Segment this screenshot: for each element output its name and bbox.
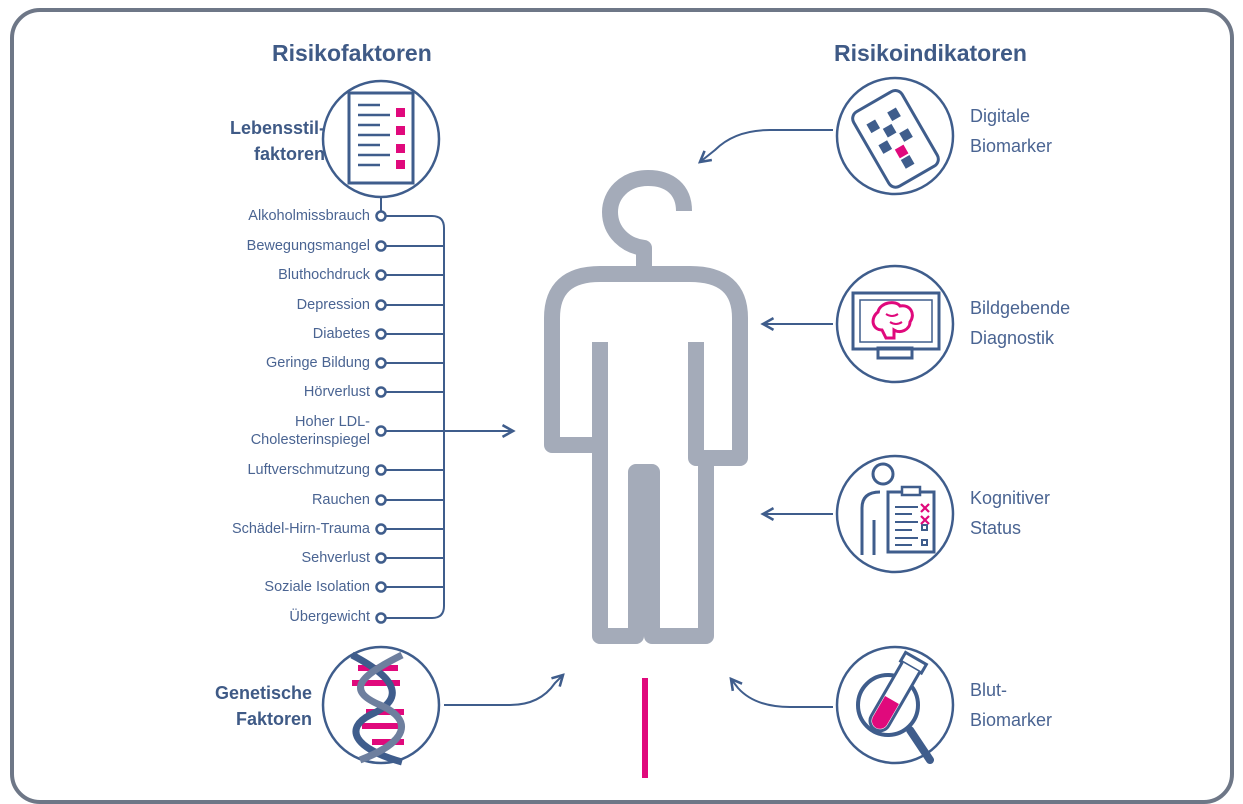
factor-luftverschmutzung: Luftverschmutzung <box>247 462 370 478</box>
cognitive-line1: Kognitiver <box>970 488 1051 508</box>
factor-uebergewicht: Übergewicht <box>289 609 370 625</box>
factor-bewegungsmangel: Bewegungsmangel <box>246 238 370 254</box>
genetic-label: Genetische Faktoren <box>190 680 312 732</box>
diagram-frame <box>10 8 1234 804</box>
factor-ldl-line2: Cholesterinspiegel <box>250 432 370 448</box>
genetic-label-line2: Faktoren <box>235 709 312 729</box>
blood-biomarker-line1: Blut- <box>970 680 1008 700</box>
factor-bracket <box>385 215 513 619</box>
clipboard-person-icon <box>835 454 955 574</box>
dna-icon <box>321 645 441 766</box>
cognitive-line2: Status <box>970 518 1022 538</box>
test-tube-magnifier-icon <box>835 645 955 765</box>
smartphone-icon <box>835 76 955 196</box>
factor-ldl-line1: Hoher LDL- <box>295 414 370 430</box>
digital-arrow <box>700 129 833 162</box>
factor-hoerverlust: Hörverlust <box>303 384 370 400</box>
digital-biomarker-line1: Digitale <box>970 106 1031 126</box>
factor-geringe-bildung: Geringe Bildung <box>266 355 370 371</box>
digital-biomarker-line2: Biomarker <box>970 136 1053 156</box>
genetic-arrow <box>444 675 563 706</box>
blood-biomarker-label: Blut- Biomarker <box>970 675 1052 735</box>
factor-bluthochdruck: Bluthochdruck <box>278 267 370 283</box>
factor-alkoholmissbrauch: Alkoholmissbrauch <box>248 208 370 224</box>
lifestyle-label-line1: Lebensstil- <box>229 118 325 138</box>
imaging-line1: Bildgebende <box>970 298 1071 318</box>
factor-rauchen: Rauchen <box>311 492 370 508</box>
factor-diabetes: Diabetes <box>312 326 370 342</box>
blood-biomarker-line2: Biomarker <box>970 710 1053 730</box>
checklist-icon <box>321 79 441 199</box>
blood-arrow <box>731 679 833 708</box>
risk-indicators-heading: Risikoindikatoren <box>834 40 1027 66</box>
factor-sehverlust: Sehverlust <box>301 550 370 566</box>
human-figure-icon <box>544 170 748 644</box>
brain-monitor-icon <box>835 264 955 384</box>
factor-nodes <box>375 210 387 624</box>
imaging-line2: Diagnostik <box>970 328 1055 348</box>
risk-factors-heading: Risikofaktoren <box>272 40 432 66</box>
lifestyle-label: Lebensstil- faktoren <box>205 115 325 167</box>
factor-depression: Depression <box>296 297 370 313</box>
factor-schaedel-hirn-trauma: Schädel-Hirn-Trauma <box>231 521 370 537</box>
imaging-label: Bildgebende Diagnostik <box>970 293 1070 353</box>
digital-biomarker-label: Digitale Biomarker <box>970 101 1052 161</box>
factor-soziale-isolation: Soziale Isolation <box>264 579 370 595</box>
cognitive-label: Kognitiver Status <box>970 483 1050 543</box>
lifestyle-label-line2: faktoren <box>253 144 325 164</box>
genetic-label-line1: Genetische <box>214 683 312 703</box>
